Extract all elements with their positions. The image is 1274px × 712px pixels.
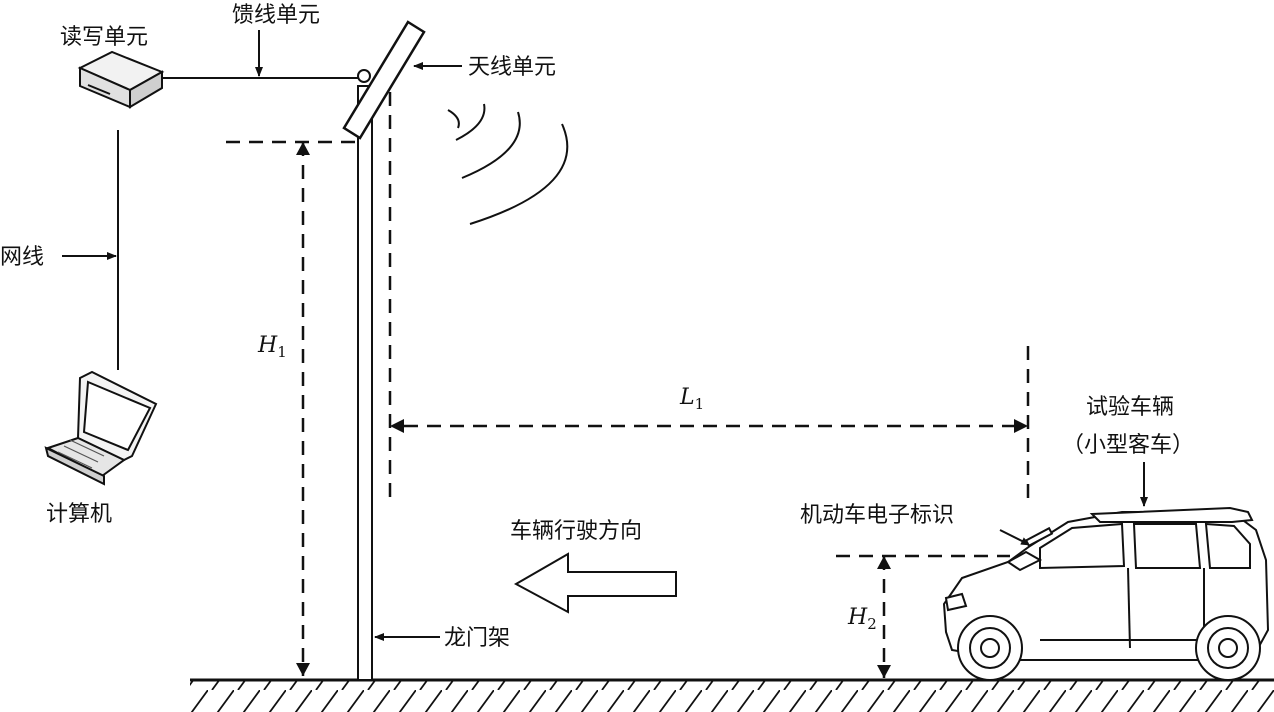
tag-pointer-arrow — [999, 529, 1031, 546]
feeder-unit-label: 馈线单元 — [232, 3, 320, 28]
network-cable-label: 网线 — [0, 245, 44, 270]
reader-unit-label: 读写单元 — [60, 25, 148, 50]
signal-wave-icon — [447, 103, 569, 225]
test-vehicle-type-label: （小型客车） — [1062, 433, 1194, 458]
test-vehicle-label: 试验车辆 — [1086, 395, 1174, 420]
laptop-icon — [44, 370, 158, 486]
electronic-tag-label: 机动车电子标识 — [800, 503, 954, 528]
h1-label: H1 — [257, 333, 287, 361]
ground — [190, 678, 1274, 712]
driving-direction-label: 车辆行驶方向 — [510, 519, 642, 544]
computer-label: 计算机 — [46, 502, 112, 527]
antenna-panel-icon — [342, 20, 426, 140]
direction-arrow-icon — [513, 552, 677, 614]
h2-label: H2 — [847, 605, 877, 633]
gantry-label: 龙门架 — [444, 626, 510, 651]
gantry-pole — [357, 69, 373, 681]
car-icon — [942, 506, 1270, 681]
l1-dimension — [388, 92, 1030, 506]
h2-dimension — [836, 554, 1010, 678]
h1-dimension — [226, 140, 358, 676]
antenna-unit-label: 天线单元 — [468, 55, 556, 80]
reader-device-icon — [77, 50, 165, 109]
l1-label: L1 — [679, 385, 704, 413]
